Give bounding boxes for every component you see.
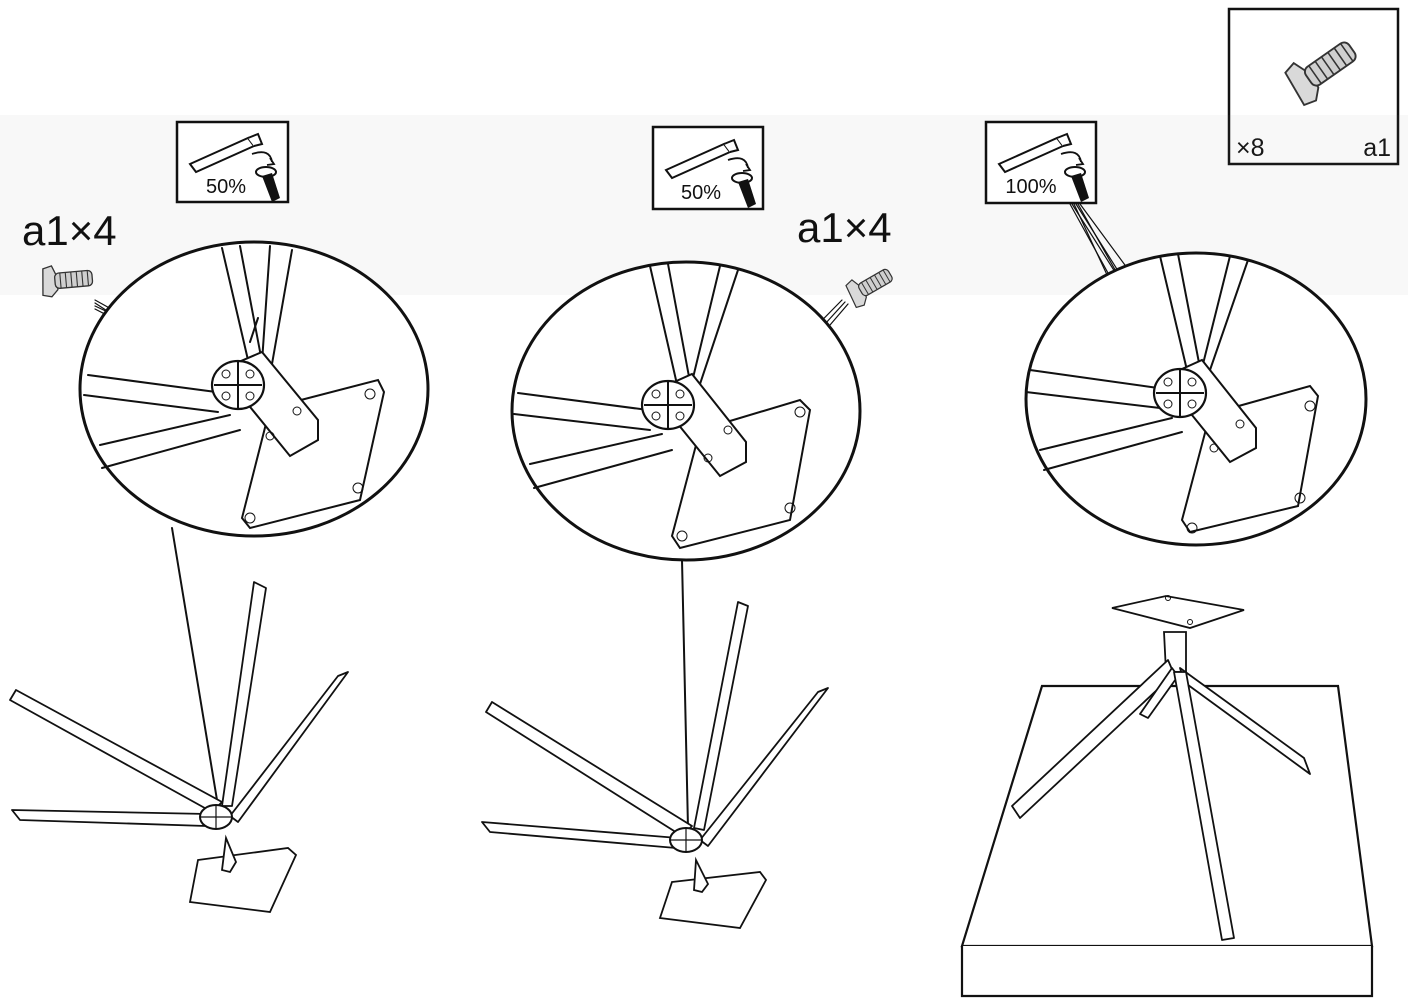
detail-magnifier: [1024, 251, 1368, 547]
base-assembly: [481, 601, 829, 929]
torque-icon-step-2: 50%: [651, 125, 765, 211]
bolt-callout: a1×4: [797, 204, 892, 251]
parts-quantity: ×8: [1236, 134, 1265, 162]
torque-value: 50%: [681, 182, 721, 204]
parts-code: a1: [1363, 134, 1391, 162]
detail-magnifier: [78, 240, 430, 538]
parts-box: ×8 a1: [1227, 7, 1400, 166]
torque-icon-step-1: 50%: [175, 120, 290, 204]
base-assembly: [9, 581, 349, 913]
torque-value: 50%: [206, 176, 246, 198]
bolt-callout: a1×4: [22, 207, 117, 254]
step-3: 100%: [960, 120, 1374, 998]
detail-magnifier: [510, 260, 862, 562]
step-2: 50% a1×4: [481, 125, 898, 929]
torque-value: 100%: [1005, 176, 1056, 198]
step-1: 50% a1×4: [9, 120, 430, 913]
upright-base-on-box: [960, 595, 1374, 998]
torque-icon-step-3: 100%: [984, 120, 1098, 205]
